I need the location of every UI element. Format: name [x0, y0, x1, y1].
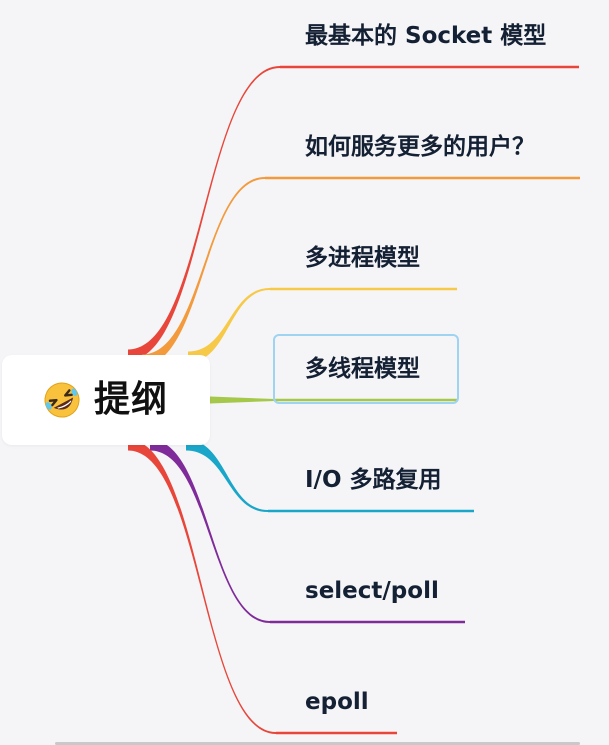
branch-connector-3	[188, 288, 270, 363]
topic-multi-thread[interactable]: 多线程模型	[305, 356, 420, 382]
root-topic[interactable]: 提纲	[2, 355, 210, 445]
rolling-on-floor-laughing-icon	[44, 382, 80, 418]
branch-connector-5	[186, 439, 268, 512]
branch-connector-7	[128, 439, 276, 734]
branch-connector-2	[142, 177, 265, 366]
branch-connector-1	[128, 66, 280, 361]
branch-connector-6	[150, 439, 270, 623]
root-label: 提纲	[94, 379, 169, 420]
topic-serve-more-users[interactable]: 如何服务更多的用户？	[305, 134, 535, 160]
horizontal-scrollbar[interactable]	[55, 742, 580, 745]
topic-multi-process[interactable]: 多进程模型	[305, 245, 420, 271]
topic-socket-basic[interactable]: 最基本的 Socket 模型	[305, 23, 547, 49]
topic-epoll[interactable]: epoll	[305, 689, 369, 715]
branch-connector-4	[210, 396, 275, 404]
topic-select-poll[interactable]: select/poll	[305, 578, 439, 604]
topic-io-multiplexing[interactable]: I/O 多路复用	[305, 467, 442, 493]
selection-outline	[273, 334, 459, 404]
